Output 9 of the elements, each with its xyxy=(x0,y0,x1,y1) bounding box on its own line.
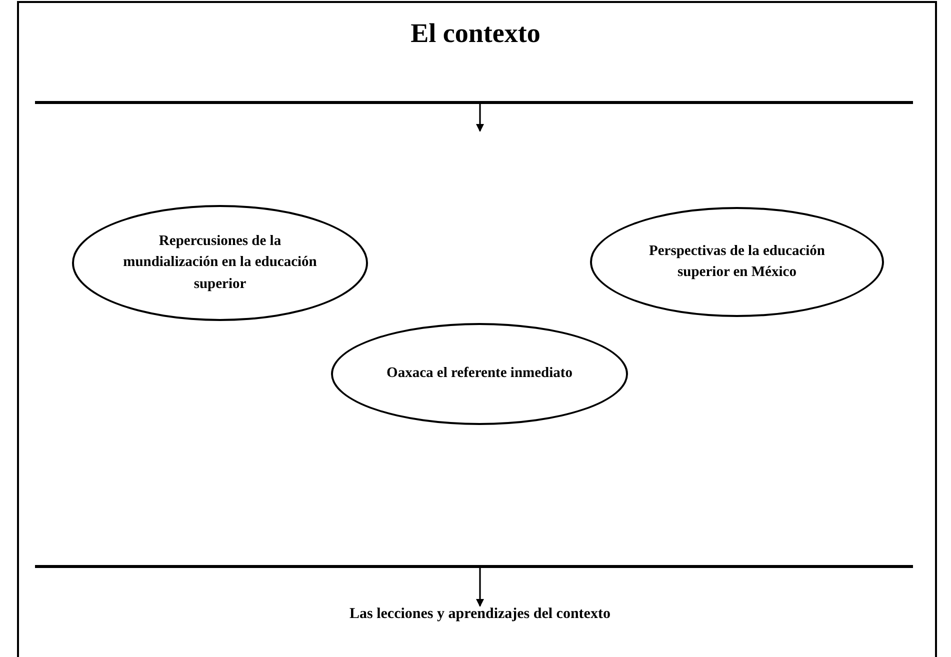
topic-text: Perspectivas de la educación superior en México xyxy=(648,242,826,282)
divider-bar xyxy=(35,101,913,104)
title: El contexto xyxy=(410,18,542,49)
topic-text: Repercusiones de la mundialización en la educación superior xyxy=(122,232,318,294)
conclusion-text: Las lecciones y aprendizajes del contexto xyxy=(230,606,730,623)
divider-bar xyxy=(35,565,913,568)
topic-text: Oaxaca el referente inmediato xyxy=(386,364,572,384)
arrow xyxy=(476,104,484,132)
arrow xyxy=(476,568,484,607)
